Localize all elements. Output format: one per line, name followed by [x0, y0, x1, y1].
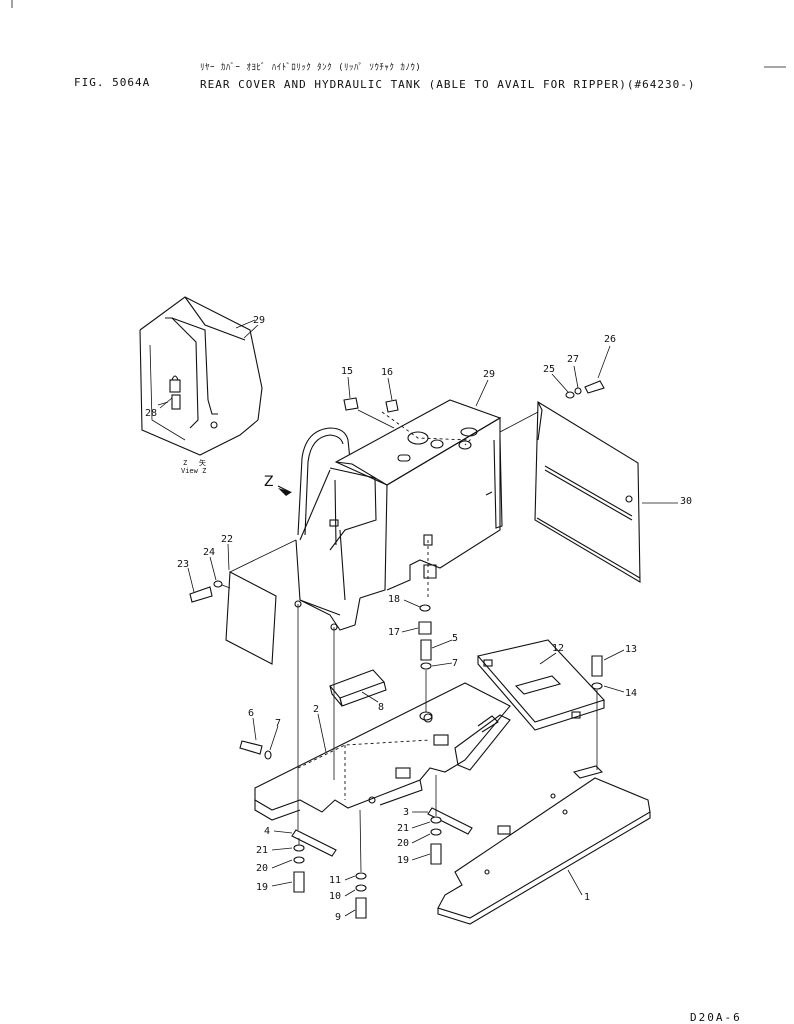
bracket-8: [329, 669, 387, 707]
part-label: 13: [625, 644, 637, 655]
leader-lines: [159, 324, 678, 917]
part-label: 29: [253, 315, 265, 326]
part-label: 16: [381, 367, 393, 378]
view-z-marker: Z: [264, 474, 274, 490]
fasteners: [189, 380, 605, 919]
view-z-arrow: Z: [264, 474, 292, 496]
part-label: 25: [543, 364, 555, 375]
part-label: 19: [397, 855, 409, 866]
part-label: 15: [341, 366, 353, 377]
part-label: 19: [256, 882, 268, 893]
part-label: 9: [335, 912, 341, 923]
part-label: 26: [604, 334, 616, 345]
part-number-labels: 29 28 15 16 29 25 27 26 30 22 24 23 18 1…: [145, 315, 692, 923]
part-label: 3: [403, 807, 409, 818]
inset-mark-z: Z: [183, 459, 187, 467]
part-label: 20: [397, 838, 409, 849]
part-label: 8: [378, 702, 384, 713]
inset-view-z: Z 矢 View Z: [139, 296, 263, 475]
lock-icon: [169, 379, 181, 393]
undercover-1: [437, 765, 651, 925]
inset-caption: View Z: [181, 467, 206, 475]
part-label: 21: [256, 845, 268, 856]
hydraulic-tank: [294, 399, 503, 631]
title-english: REAR COVER AND HYDRAULIC TANK (ABLE TO A…: [200, 78, 696, 91]
undercover-2: [254, 682, 511, 821]
part-label: 1: [584, 892, 590, 903]
part-label: 2: [313, 704, 319, 715]
title-japanese: ﾘﾔｰ ｶﾊﾞｰ ｵﾖﾋﾞ ﾊｲﾄﾞﾛﾘｯｸ ﾀﾝｸ (ﾘｯﾊﾟ ｿｳﾁｬｸ ｶ…: [200, 63, 422, 73]
scan-marks: [11, 0, 786, 68]
part-label: 12: [552, 643, 564, 654]
figure-number: FIG. 5064A: [74, 76, 151, 89]
part-label: 10: [329, 891, 341, 902]
part-label: 7: [275, 718, 281, 729]
part-label: 28: [145, 408, 157, 419]
part-label: 22: [221, 534, 233, 545]
part-label: 29: [483, 369, 495, 380]
cover-12: [476, 639, 605, 731]
part-label: 11: [329, 875, 341, 886]
part-label: 14: [625, 688, 637, 699]
part-label: 17: [388, 627, 400, 638]
assembly-lines: [221, 409, 598, 873]
part-label: 7: [452, 658, 458, 669]
part-label: 6: [248, 708, 254, 719]
rear-cover-30: [534, 401, 641, 583]
part-label: 24: [203, 547, 215, 558]
part-label: 27: [567, 354, 579, 365]
plate-22: [225, 571, 277, 665]
part-label: 5: [452, 633, 458, 644]
part-label: 23: [177, 559, 189, 570]
part-label: 21: [397, 823, 409, 834]
part-label: 4: [264, 826, 270, 837]
part-label: 30: [680, 496, 692, 507]
part-label: 18: [388, 594, 400, 605]
page-code: D20A-6: [690, 1011, 742, 1024]
inset-mark-arrow: 矢: [199, 458, 206, 467]
part-label: 20: [256, 863, 268, 874]
